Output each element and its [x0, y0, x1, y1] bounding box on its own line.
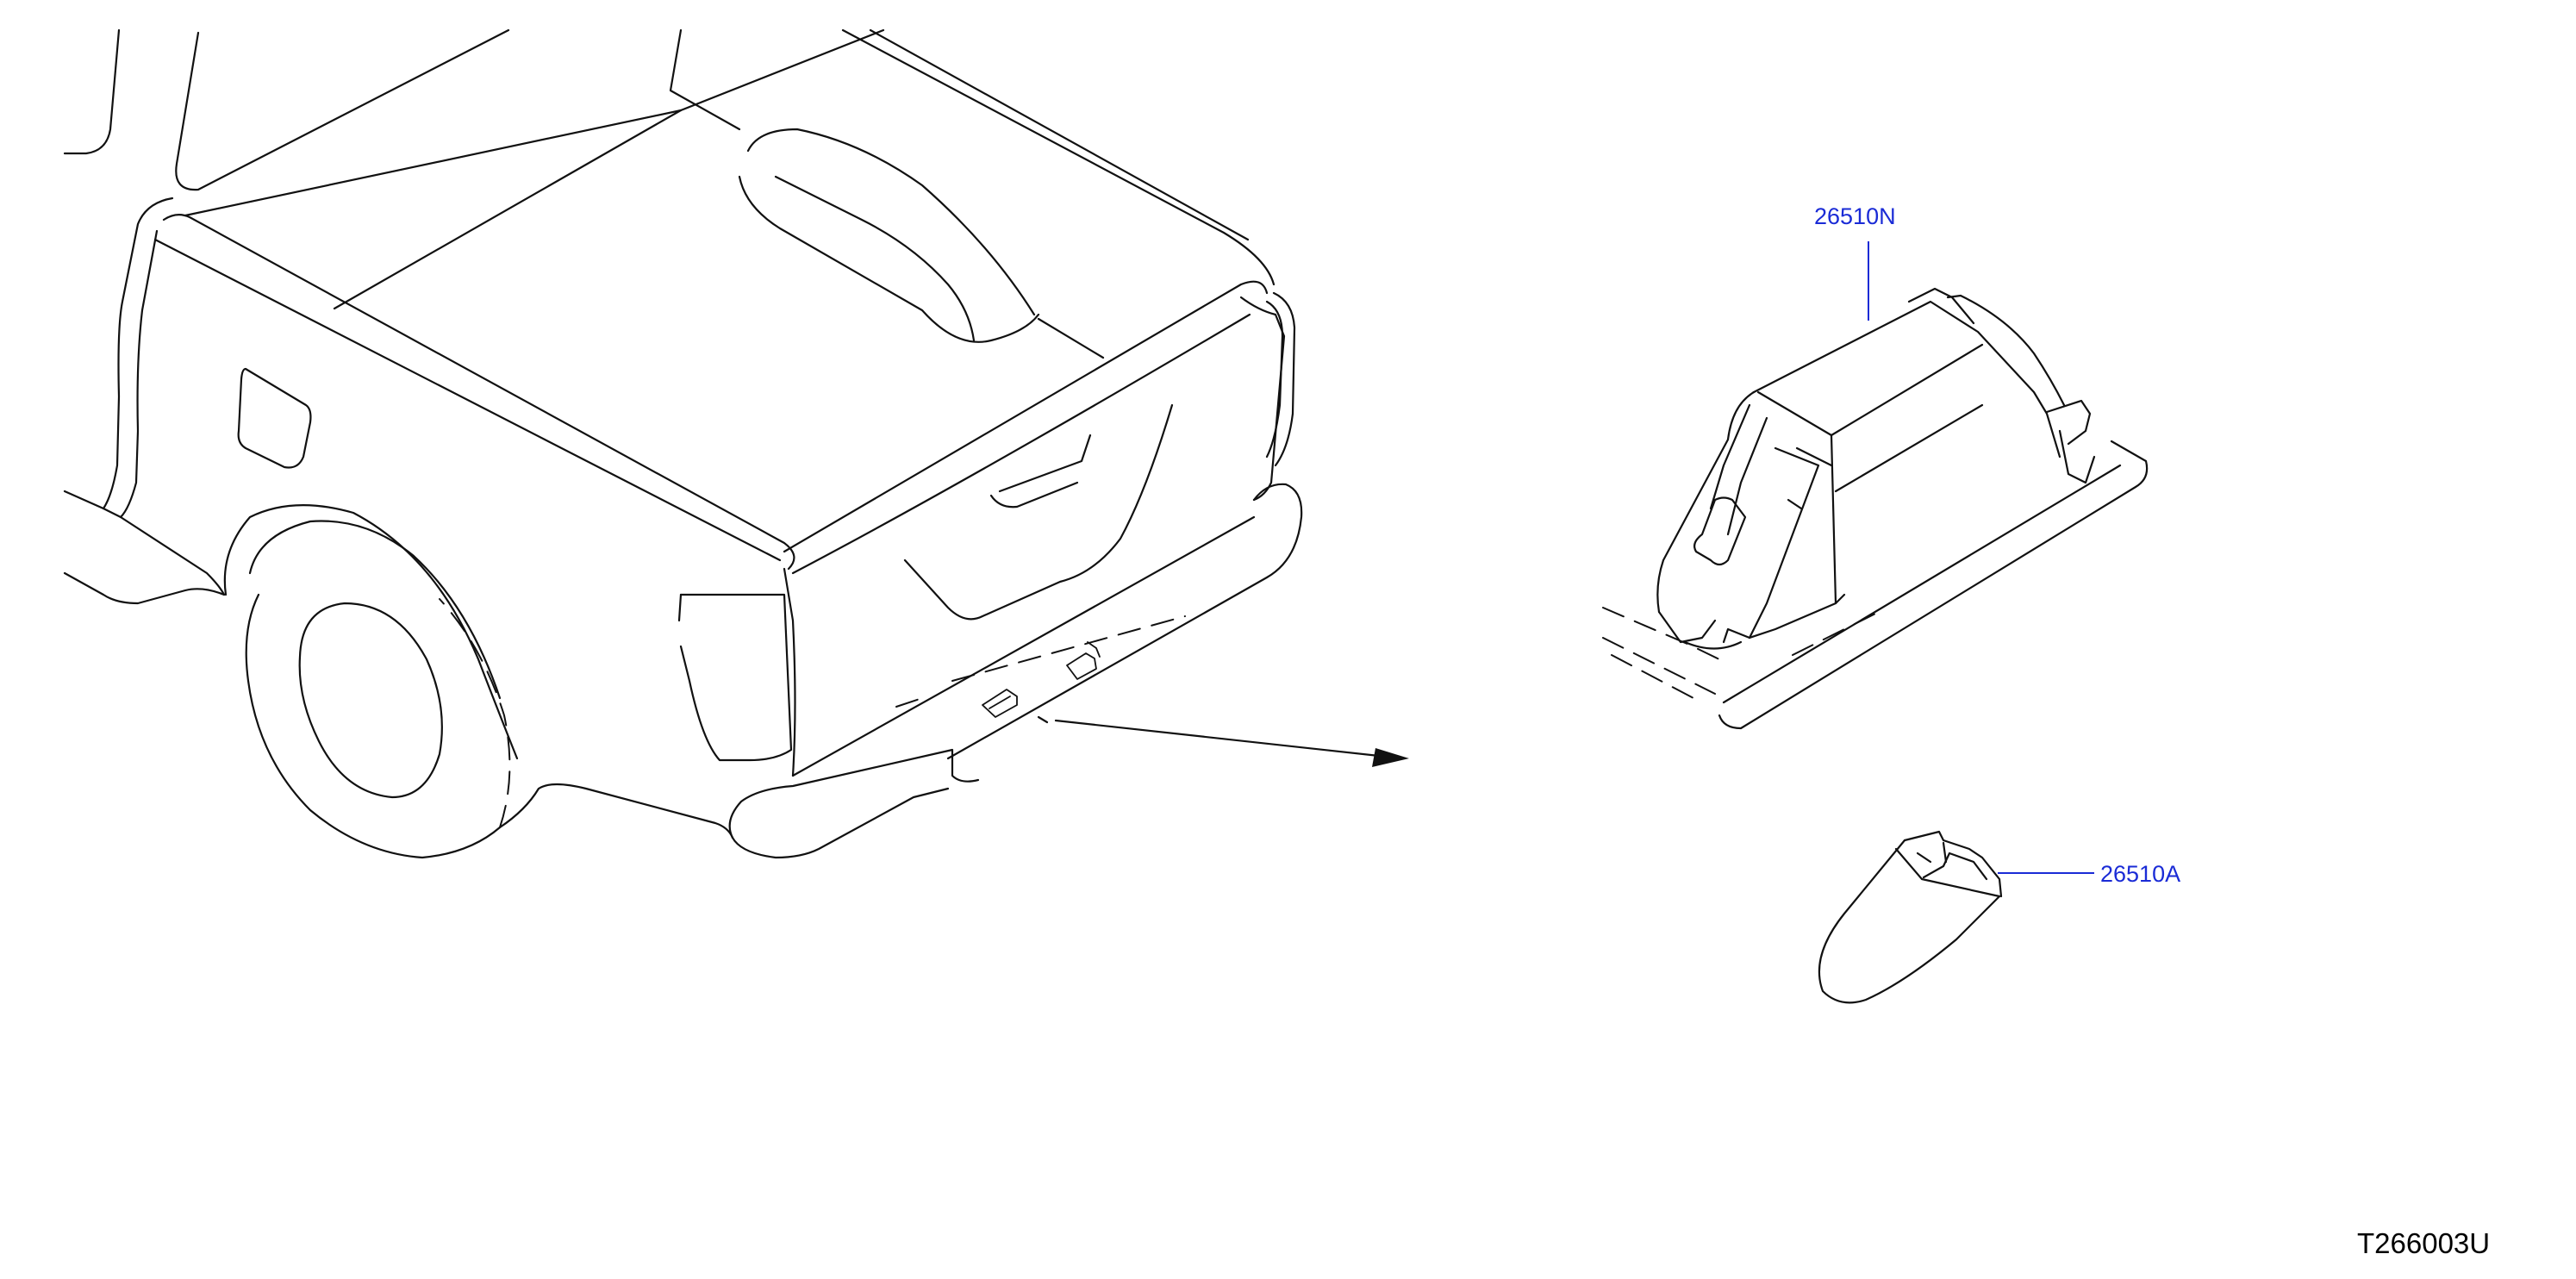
part-number-label: 26510A: [2100, 861, 2180, 887]
bulb-illustration: [1818, 830, 2003, 1004]
license-lamp-housing-illustration: [1602, 287, 2149, 730]
truck-rear-illustration: [63, 28, 1303, 859]
diagram-code: T266003U: [2357, 1227, 2490, 1259]
part-number-label: 26510N: [1814, 203, 1896, 229]
location-arrow: [1054, 719, 1409, 767]
callout-26510N[interactable]: 26510N: [1814, 203, 1896, 321]
callout-26510A[interactable]: 26510A: [1998, 861, 2180, 887]
